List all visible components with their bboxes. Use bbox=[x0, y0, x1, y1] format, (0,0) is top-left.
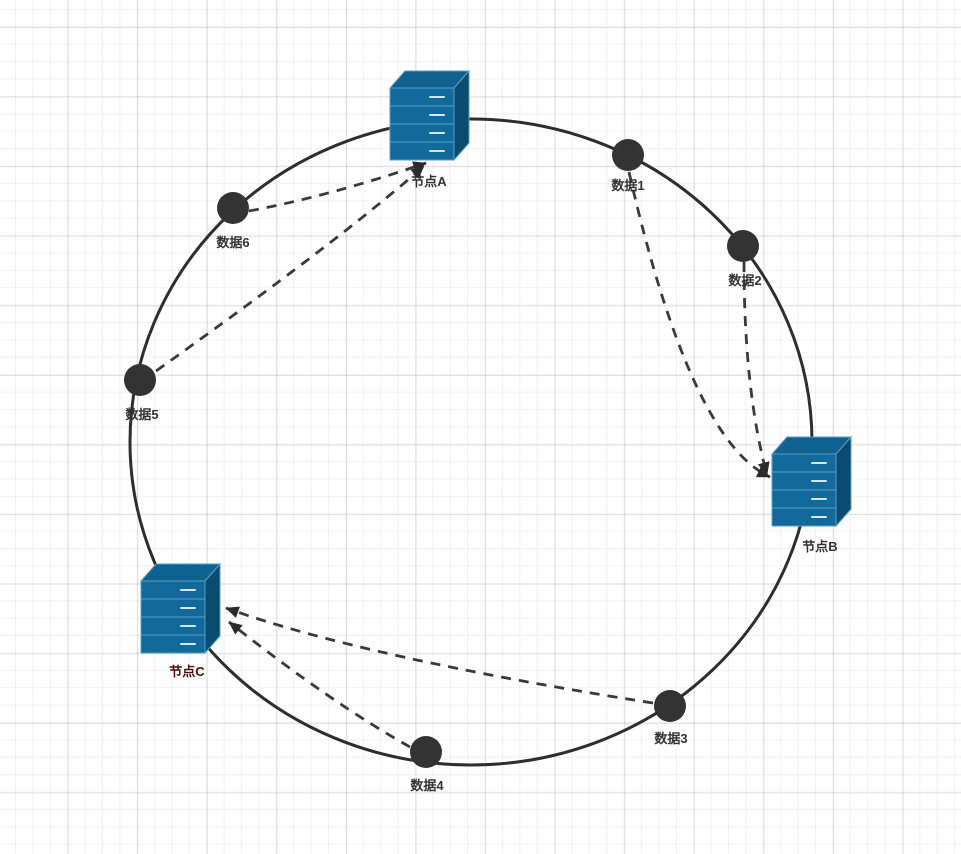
node-label: 节点B bbox=[802, 539, 837, 554]
data-point-2: 数据2 bbox=[727, 230, 762, 288]
server-icon[interactable] bbox=[389, 70, 470, 161]
server-icon[interactable] bbox=[140, 563, 221, 654]
data-point-label: 数据6 bbox=[216, 235, 249, 250]
data-point-dot[interactable] bbox=[612, 139, 644, 171]
data-point-dot[interactable] bbox=[124, 364, 156, 396]
data-point-1: 数据1 bbox=[611, 139, 645, 193]
data-point-dot[interactable] bbox=[217, 192, 249, 224]
node-a: 节点A bbox=[389, 70, 470, 189]
edge-data4-to-node-c[interactable] bbox=[228, 620, 411, 749]
server-icon[interactable] bbox=[771, 436, 852, 527]
server-nodes: 节点A 节点B 节点C bbox=[140, 70, 852, 679]
data-point-label: 数据3 bbox=[654, 731, 687, 746]
edge-data2-to-node-b[interactable] bbox=[742, 261, 770, 476]
node-c: 节点C bbox=[140, 563, 221, 679]
data-point-6: 数据6 bbox=[216, 192, 250, 250]
mapping-edges bbox=[155, 161, 771, 749]
data-point-dot[interactable] bbox=[727, 230, 759, 262]
data-point-3: 数据3 bbox=[654, 690, 688, 746]
node-label: 节点A bbox=[411, 174, 447, 189]
edge-data6-to-node-a[interactable] bbox=[248, 161, 427, 213]
node-b: 节点B bbox=[771, 436, 852, 554]
edge-data5-to-node-a[interactable] bbox=[155, 164, 425, 373]
data-point-4: 数据4 bbox=[410, 736, 444, 793]
data-point-dot[interactable] bbox=[410, 736, 442, 768]
edge-data3-to-node-c[interactable] bbox=[225, 606, 654, 705]
data-point-label: 数据5 bbox=[125, 407, 158, 422]
data-point-label: 数据1 bbox=[611, 178, 644, 193]
data-point-dot[interactable] bbox=[654, 690, 686, 722]
data-point-label: 数据4 bbox=[410, 778, 444, 793]
data-point-5: 数据5 bbox=[124, 364, 159, 422]
data-points: 数据1 数据2 数据3 数据4 数据5 数据6 bbox=[124, 139, 762, 793]
data-point-label: 数据2 bbox=[728, 273, 761, 288]
edge-data1-to-node-b[interactable] bbox=[627, 171, 771, 479]
node-label: 节点C bbox=[169, 664, 205, 679]
